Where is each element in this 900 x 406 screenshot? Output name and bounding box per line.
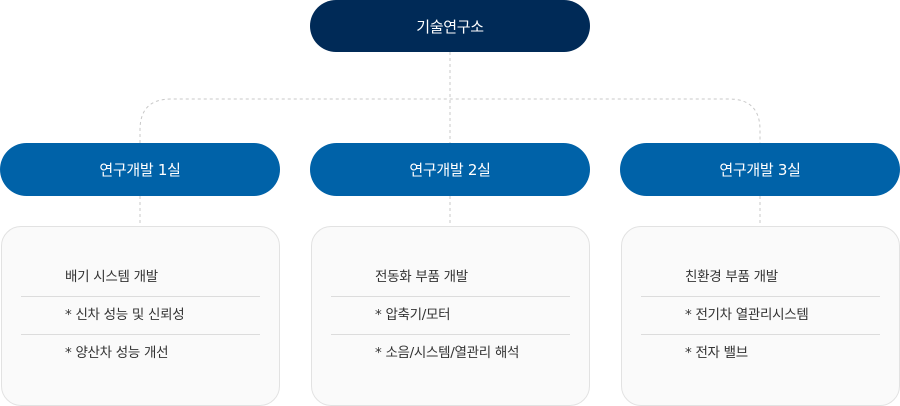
card-item: * 압축기/모터 [331, 297, 570, 335]
card-item: 전동화 부품 개발 [331, 259, 570, 297]
dept-card-rnd-2: 전동화 부품 개발 * 압축기/모터 * 소음/시스템/열관리 해석 [311, 226, 590, 406]
card-item: 친환경 부품 개발 [641, 259, 880, 297]
dept-card-rnd-1: 배기 시스템 개발 * 신차 성능 및 신뢰성 * 양산차 성능 개선 [1, 226, 280, 406]
card-item: * 소음/시스템/열관리 해석 [375, 345, 520, 361]
connector-branch-bar [139, 98, 761, 143]
dept-card-rnd-3: 친환경 부품 개발 * 전기차 열관리시스템 * 전자 밸브 [621, 226, 900, 406]
card-item: * 양산차 성능 개선 [65, 345, 169, 361]
dept-node-rnd-2: 연구개발 2실 [310, 143, 590, 196]
card-item: * 전자 밸브 [685, 345, 748, 361]
dept-node-rnd-1: 연구개발 1실 [0, 143, 280, 196]
dept-node-rnd-3: 연구개발 3실 [620, 143, 900, 196]
root-node-tech-lab: 기술연구소 [310, 0, 590, 52]
card-item: * 신차 성능 및 신뢰성 [21, 297, 260, 335]
root-node-label: 기술연구소 [416, 17, 484, 36]
dept-node-label: 연구개발 1실 [99, 161, 181, 179]
dept-node-label: 연구개발 2실 [409, 161, 491, 179]
card-item: * 전기차 열관리시스템 [641, 297, 880, 335]
dept-node-label: 연구개발 3실 [719, 161, 801, 179]
card-item: 배기 시스템 개발 [21, 259, 260, 297]
